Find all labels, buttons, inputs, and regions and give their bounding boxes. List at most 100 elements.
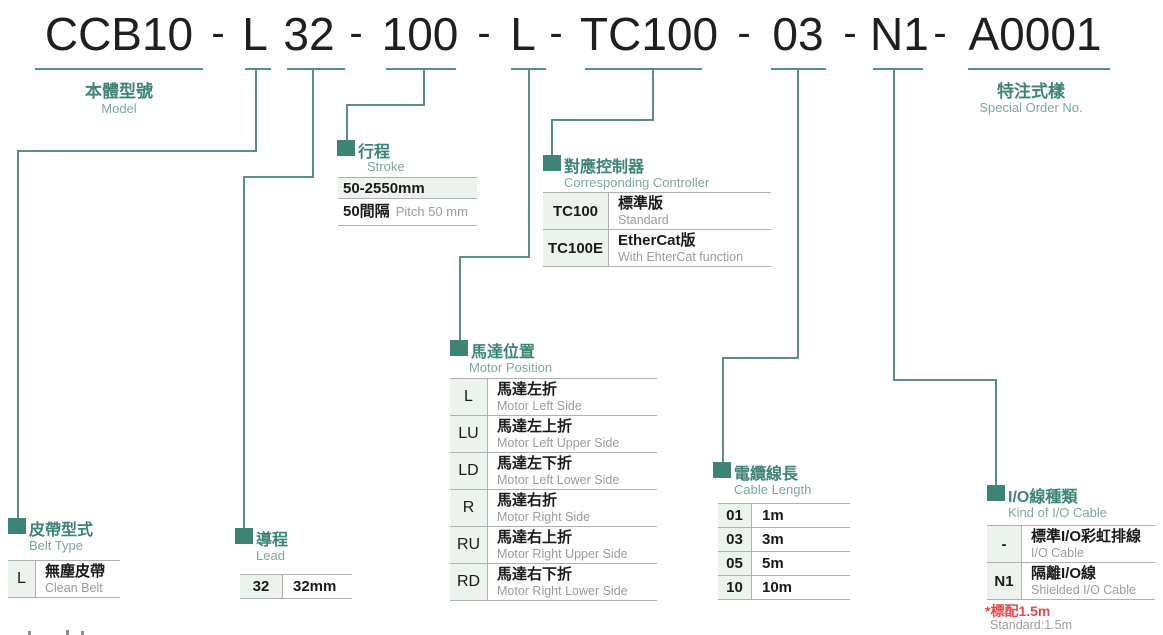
motor-code: L	[450, 379, 488, 415]
token-controller: TC100	[580, 8, 719, 60]
motor-desc-en: Motor Left Lower Side	[497, 472, 620, 487]
controller-desc-cjk: EtherCat版	[618, 231, 696, 249]
model-label-en: Model	[101, 101, 137, 116]
motor-code: LU	[450, 416, 488, 452]
io-heading-en: Kind of I/O Cable	[1008, 505, 1107, 520]
io-heading-cjk: I/O線種類	[1008, 489, 1078, 506]
belt-bullet-icon	[8, 518, 26, 534]
lead-bullet-icon	[235, 528, 253, 544]
table-row: 01 1m	[718, 503, 850, 527]
lead-value: 32mm	[293, 578, 337, 595]
motor-heading-cjk: 馬達位置	[471, 344, 536, 361]
motor-desc-en: Motor Left Upper Side	[497, 435, 620, 450]
dash: -	[933, 11, 947, 55]
io-desc-cjk: 隔離I/O線	[1031, 564, 1097, 582]
motor-desc-cjk: 馬達右折	[497, 491, 558, 509]
controller-desc-en: Standard	[618, 212, 669, 227]
controller-code: TC100E	[543, 230, 609, 266]
belt-heading-en: Belt Type	[29, 538, 83, 553]
special-order-label-en: Special Order No.	[979, 100, 1083, 115]
table-row: R 馬達右折 Motor Right Side	[450, 489, 657, 526]
table-row: RD 馬達右下折 Motor Right Lower Side	[450, 563, 657, 600]
motor-code: RU	[450, 527, 488, 563]
motor-desc-en: Motor Left Side	[497, 398, 582, 413]
special-order-label-cjk: 特注式樣	[997, 82, 1065, 101]
table-row: RU 馬達右上折 Motor Right Upper Side	[450, 526, 657, 563]
motor-desc-en: Motor Right Lower Side	[497, 583, 628, 598]
connector-motor	[528, 68, 530, 258]
motor-heading-en: Motor Position	[469, 360, 553, 375]
cable-value: 3m	[762, 531, 784, 548]
motor-desc-en: Motor Right Side	[497, 509, 591, 524]
stroke-heading-cjk: 行程	[358, 144, 391, 161]
io-bullet-icon	[987, 485, 1005, 501]
cable-value: 10m	[762, 579, 793, 596]
table-row: - 標準I/O彩虹排線 I/O Cable	[987, 525, 1155, 562]
motor-code: R	[450, 490, 488, 526]
io-desc-en: Shielded I/O Cable	[1031, 582, 1136, 597]
connector-controller	[551, 119, 654, 121]
connector-belt	[17, 150, 19, 518]
connector-belt	[17, 150, 257, 152]
token-stroke: 100	[381, 8, 459, 60]
stroke-bullet-icon	[337, 140, 355, 156]
stroke-heading-en: Stroke	[367, 159, 405, 174]
stroke-pitch-en: Pitch 50 mm	[395, 203, 468, 219]
dash: -	[477, 11, 491, 55]
underline-body	[35, 68, 203, 70]
controller-heading-cjk: 對應控制器	[564, 159, 645, 176]
cable-code: 03	[718, 528, 752, 551]
motor-bullet-icon	[450, 340, 468, 356]
stroke-pitch-cjk: 50間隔	[343, 203, 390, 220]
stroke-range: 50-2550mm	[343, 179, 425, 197]
underline-belt	[245, 68, 271, 70]
motor-code: LD	[450, 453, 488, 489]
cropped-text-artifact	[66, 630, 69, 635]
lead-heading-cjk: 導程	[256, 532, 289, 549]
table-row: TC100E EtherCat版 With EhterCat function	[543, 229, 771, 266]
dash: -	[843, 11, 857, 55]
connector-io	[995, 379, 997, 485]
connector-stroke	[423, 68, 425, 106]
motor-desc-cjk: 馬達左下折	[497, 454, 573, 472]
table-row: 05 5m	[718, 551, 850, 575]
lead-heading-en: Lead	[256, 548, 285, 563]
table-row: 50間隔 Pitch 50 mm	[338, 198, 477, 225]
lead-table: 32 32mm	[240, 574, 352, 599]
dash: -	[737, 11, 751, 55]
connector-lead	[243, 176, 245, 528]
motor-code: RD	[450, 564, 488, 600]
token-cable-length: 03	[772, 8, 824, 60]
belt-code: L	[8, 561, 36, 597]
motor-desc-en: Motor Right Upper Side	[497, 546, 628, 561]
connector-motor	[459, 256, 530, 258]
controller-desc-en: With EhterCat function	[618, 249, 744, 264]
belt-heading-cjk: 皮帶型式	[29, 522, 94, 539]
belt-desc-cjk: 無塵皮帶	[45, 562, 106, 580]
controller-heading-en: Corresponding Controller	[564, 175, 710, 190]
underline-controller	[585, 68, 702, 70]
table-row: LD 馬達左下折 Motor Left Lower Side	[450, 452, 657, 489]
table-row: TC100 標準版 Standard	[543, 192, 771, 229]
io-desc-cjk: 標準I/O彩虹排線	[1031, 527, 1142, 545]
connector-io	[893, 379, 997, 381]
connector-io	[893, 68, 895, 381]
motor-desc-cjk: 馬達右上折	[497, 528, 573, 546]
belt-desc-en: Clean Belt	[45, 580, 103, 595]
lead-code: 32	[240, 575, 283, 598]
token-motor-position: L	[510, 8, 536, 60]
connector-cable	[722, 357, 724, 462]
table-row: N1 隔離I/O線 Shielded I/O Cable	[987, 562, 1155, 599]
connector-controller	[652, 68, 654, 121]
table-row: L 馬達左折 Motor Left Side	[450, 378, 657, 415]
token-body-type: CCB10	[44, 8, 194, 60]
io-cable-table: - 標準I/O彩虹排線 I/O Cable N1 隔離I/O線 Shielded…	[987, 525, 1155, 600]
cropped-text-artifact	[81, 631, 84, 635]
cable-code: 05	[718, 552, 752, 575]
cable-length-table: 01 1m 03 3m 05 5m 10 10m	[718, 503, 850, 600]
io-code: -	[987, 526, 1022, 562]
connector-controller	[551, 119, 553, 155]
controller-desc-cjk: 標準版	[618, 194, 664, 212]
belt-type-table: L 無塵皮帶 Clean Belt	[8, 560, 120, 598]
cable-code: 10	[718, 576, 752, 599]
